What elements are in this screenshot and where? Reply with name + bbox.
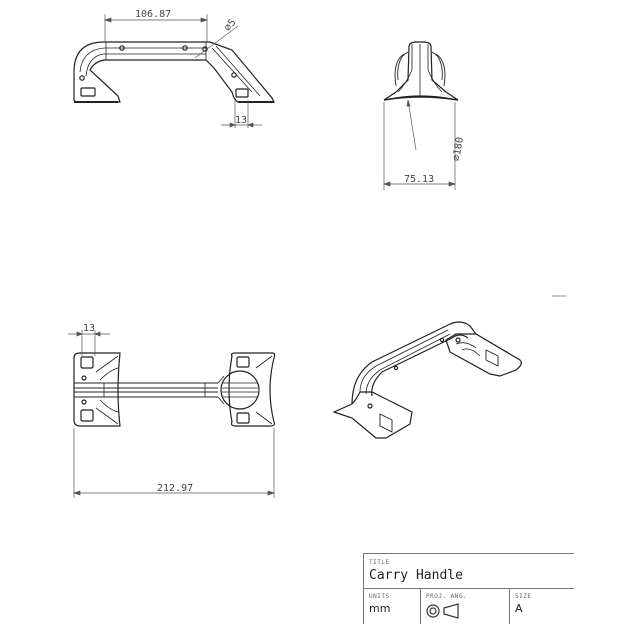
units-value: mm bbox=[369, 602, 391, 615]
third-angle-projection-icon bbox=[426, 603, 459, 619]
dim-front-hole: ⌀5 bbox=[222, 17, 238, 33]
drawing-title: Carry Handle bbox=[369, 568, 463, 583]
title-block: TITLE Carry Handle UNITS mm PROJ. ANG. S… bbox=[363, 553, 574, 624]
top-view-dimensions bbox=[68, 330, 276, 498]
units-label: UNITS bbox=[369, 593, 390, 600]
front-view-dimensions bbox=[103, 14, 262, 128]
isometric-view bbox=[332, 321, 522, 439]
projection-cell: PROJ. ANG. bbox=[421, 589, 510, 624]
size-cell: SIZE A bbox=[510, 589, 574, 624]
dim-top-length: 212.97 bbox=[157, 483, 193, 494]
title-label: TITLE bbox=[369, 559, 390, 566]
top-view bbox=[73, 352, 276, 427]
size-label: SIZE bbox=[515, 593, 532, 600]
front-view bbox=[73, 41, 275, 103]
title-row: TITLE Carry Handle bbox=[364, 554, 574, 589]
dim-side-width: 75.13 bbox=[404, 174, 434, 185]
dim-front-foot: 13 bbox=[235, 115, 247, 126]
projection-label: PROJ. ANG. bbox=[426, 593, 468, 600]
side-view bbox=[383, 41, 459, 101]
side-view-dimensions bbox=[382, 99, 457, 190]
dim-front-length: 106.87 bbox=[135, 9, 171, 20]
dim-side-radius: ⌀180 bbox=[451, 136, 466, 162]
units-cell: UNITS mm bbox=[364, 589, 421, 624]
size-value: A bbox=[515, 602, 523, 615]
dim-top-foot: 13 bbox=[83, 323, 95, 334]
